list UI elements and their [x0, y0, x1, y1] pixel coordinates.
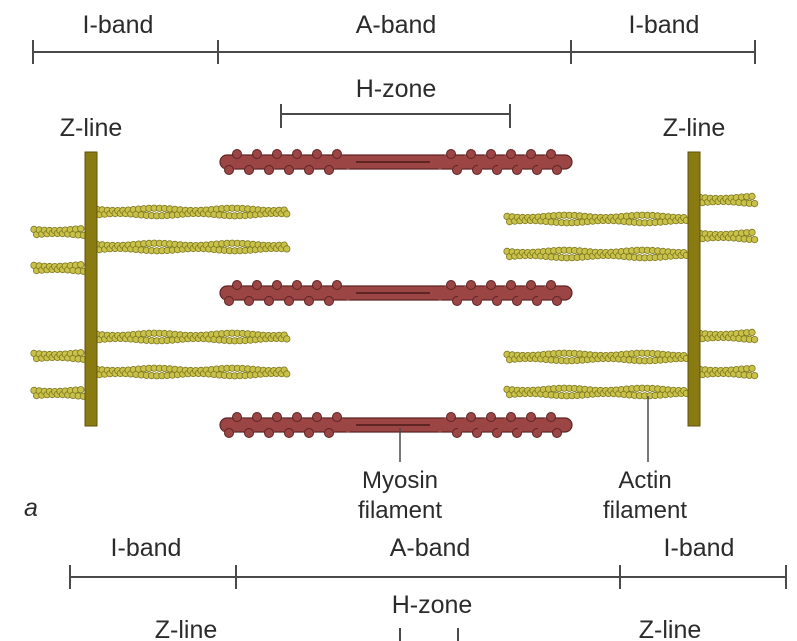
- myosin-label-line1: Myosin: [362, 467, 438, 494]
- myosin-filament-1: [219, 149, 573, 175]
- z-line-right-label: Z-line: [663, 114, 726, 142]
- h-zone-label: H-zone: [356, 75, 437, 103]
- actin-filament-right-6: [503, 349, 691, 365]
- actin-filament-left-2: [93, 204, 291, 220]
- bottom-h-zone-label: H-zone: [392, 591, 473, 619]
- myosin-filament-3: [219, 412, 573, 438]
- actin-filament-right-2: [503, 211, 691, 227]
- actin-filament-left-4: [30, 261, 88, 275]
- actin-filament-left-1: [30, 225, 88, 239]
- z-line-left: [84, 151, 98, 427]
- actin-filament-right-5: [696, 328, 759, 344]
- top-i-band-left-label: I-band: [83, 11, 154, 39]
- actin-filament-left-5: [93, 329, 291, 345]
- bottom-h-zone-bracket: [399, 628, 459, 641]
- top-a-band-label: A-band: [356, 11, 437, 39]
- actin-filament-right-7: [696, 364, 759, 380]
- panel-letter: a: [24, 494, 38, 522]
- z-line-right: [687, 151, 701, 427]
- actin-filament-right-8: [503, 384, 691, 400]
- actin-filament-left-7: [93, 364, 291, 380]
- actin-filament-right-1: [696, 192, 759, 208]
- bottom-band-bracket: [69, 565, 787, 589]
- myosin-filaments: [219, 149, 573, 438]
- top-band-bracket: [32, 40, 756, 64]
- bottom-z-line-right-label: Z-line: [639, 616, 702, 641]
- actin-filament-left-6: [30, 349, 88, 363]
- actin-filament-right-4: [503, 246, 691, 262]
- z-line-left-label: Z-line: [60, 114, 123, 142]
- top-i-band-right-label: I-band: [629, 11, 700, 39]
- myosin-filament-2: [219, 280, 573, 306]
- bottom-z-line-left-label: Z-line: [155, 616, 218, 641]
- actin-filament-left-8: [30, 386, 88, 400]
- bottom-i-band-right-label: I-band: [664, 534, 735, 562]
- bottom-a-band-label: A-band: [390, 534, 471, 562]
- bottom-i-band-left-label: I-band: [111, 534, 182, 562]
- myosin-label-line2: filament: [358, 497, 442, 524]
- actin-filament-right-3: [696, 228, 759, 244]
- actin-filaments: [30, 192, 759, 400]
- actin-filament-left-3: [93, 239, 291, 255]
- actin-label-line2: filament: [603, 497, 687, 524]
- h-zone-bracket: [280, 104, 511, 128]
- actin-label-line1: Actin: [618, 467, 671, 494]
